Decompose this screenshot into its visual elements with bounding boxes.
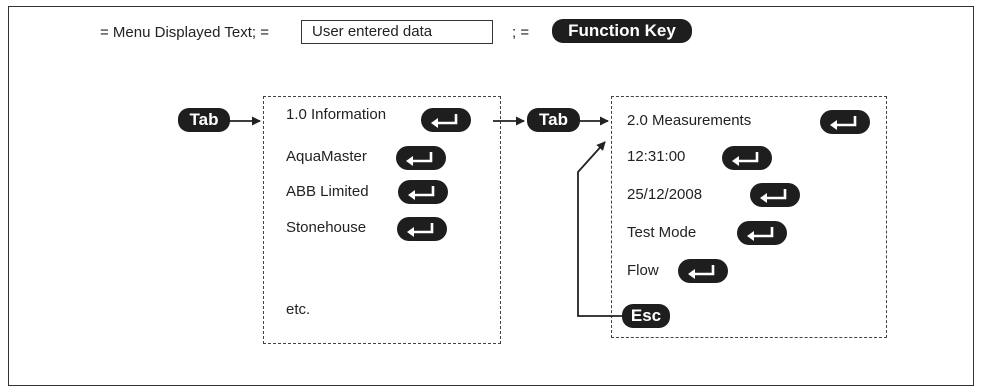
arrow-esc-back (577, 141, 622, 317)
enter-key-icon (750, 183, 800, 207)
esc-key-label: Esc (630, 306, 662, 325)
tab-key-2: Tab (527, 108, 580, 132)
menu2-item-flow: Flow (627, 262, 659, 279)
enter-key-icon (737, 221, 787, 245)
enter-key-icon (820, 110, 870, 134)
legend-function-key: Function Key (552, 19, 692, 43)
legend-user-data-box: User entered data (301, 20, 493, 44)
enter-key-icon (398, 180, 448, 204)
menu1-item-stonehouse: Stonehouse (286, 219, 367, 236)
enter-key-icon (396, 146, 446, 170)
legend-menu-text: = Menu Displayed Text; = (100, 24, 269, 41)
enter-key-icon (397, 217, 447, 241)
menu1-item-abb-limited: ABB Limited (286, 183, 369, 200)
enter-key-icon (722, 146, 772, 170)
tab-key-1: Tab (178, 108, 230, 132)
menu1-box (263, 96, 501, 344)
legend-function-key-label: Function Key (568, 21, 676, 40)
menu2-item-measurements: 2.0 Measurements (627, 112, 752, 129)
menu2-item-test-mode: Test Mode (627, 224, 697, 241)
menu1-item-information: 1.0 Information (286, 106, 387, 123)
legend-separator: ; = (512, 24, 530, 41)
menu1-item-aquamaster: AquaMaster (286, 148, 367, 165)
tab-key-2-label: Tab (539, 110, 568, 129)
esc-key: Esc (622, 304, 670, 328)
connector-arrows (229, 116, 622, 317)
menu1-item-etc: etc. (286, 301, 311, 318)
menu2-item-date: 25/12/2008 (627, 186, 703, 203)
menu2-item-time: 12:31:00 (627, 148, 686, 165)
menu2-box (611, 96, 887, 338)
tab-key-1-label: Tab (189, 110, 219, 129)
enter-key-icon (678, 259, 728, 283)
enter-key-icon (421, 108, 471, 132)
